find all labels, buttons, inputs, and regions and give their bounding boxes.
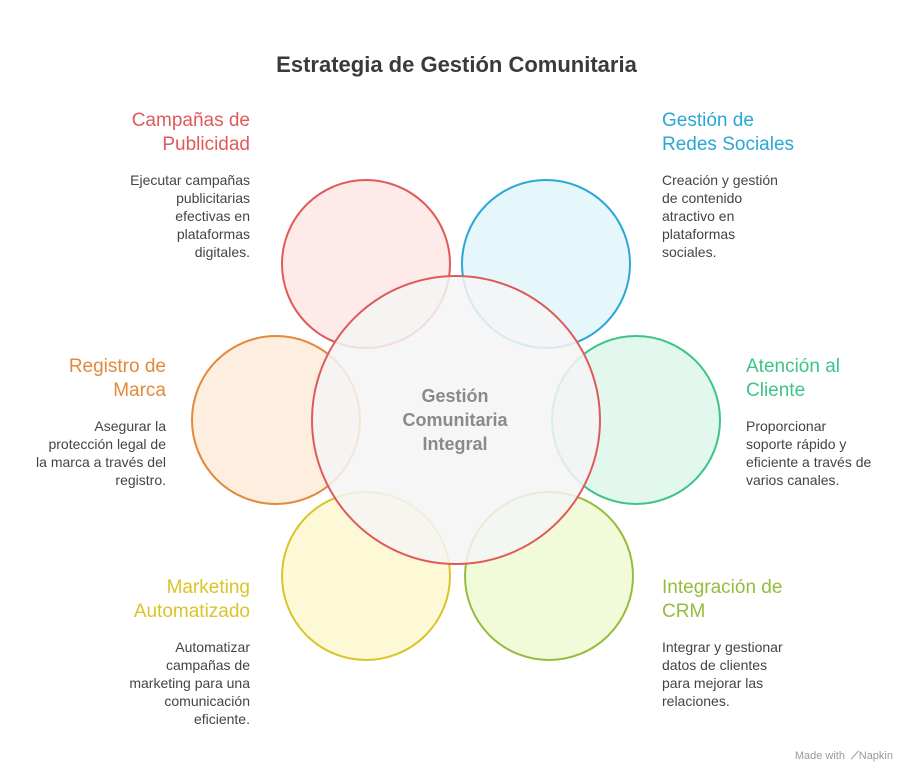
desc-line: protección legal de (48, 436, 166, 452)
block-registro-marca: Registro de Marca Asegurar la protección… (0, 355, 166, 489)
desc-line: efectivas en (175, 208, 250, 224)
desc-campanas-publicidad: Ejecutar campañas publicitarias efectiva… (20, 171, 250, 261)
desc-line: Automatizar (175, 639, 250, 655)
desc-line: eficiente. (193, 711, 250, 727)
heading-line-1: Campañas de (131, 110, 250, 131)
desc-line: plataformas (662, 226, 736, 242)
heading-line-1: Atención al (746, 356, 841, 377)
desc-line: eficiente a través de (746, 454, 872, 470)
desc-line: campañas de (165, 657, 250, 673)
desc-line: Ejecutar campañas (130, 172, 250, 188)
heading-marketing-automatizado: Marketing Automatizado (20, 576, 250, 624)
heading-line-2: Automatizado (133, 601, 250, 622)
block-redes-sociales: Gestión de Redes Sociales Creación y ges… (662, 109, 892, 261)
block-campanas-publicidad: Campañas de Publicidad Ejecutar campañas… (20, 109, 250, 261)
desc-line: marketing para una (129, 675, 250, 691)
footer-brand: Napkin (858, 750, 893, 762)
heading-line-2: Publicidad (162, 134, 250, 155)
heading-atencion-cliente: Atención al Cliente (746, 355, 906, 403)
desc-line: atractivo en (662, 208, 735, 224)
desc-line: Asegurar la (94, 418, 166, 434)
desc-redes-sociales: Creación y gestión de contenido atractiv… (662, 171, 892, 261)
desc-line: relaciones. (662, 693, 730, 709)
heading-line-1: Integración de (662, 577, 783, 598)
center-line-3: Integral (422, 434, 488, 454)
desc-line: registro. (115, 472, 166, 488)
desc-line: la marca a través del (36, 454, 166, 470)
desc-line: sociales. (662, 244, 717, 260)
block-marketing-automatizado: Marketing Automatizado Automatizar campa… (20, 576, 250, 728)
desc-line: Proporcionar (746, 418, 827, 434)
desc-line: comunicación (164, 693, 250, 709)
desc-line: Integrar y gestionar (662, 639, 783, 655)
desc-line: datos de clientes (662, 657, 768, 673)
block-integracion-crm: Integración de CRM Integrar y gestionar … (662, 576, 892, 710)
desc-line: varios canales. (746, 472, 840, 488)
heading-line-2: Cliente (746, 380, 806, 401)
circle-center (311, 275, 601, 565)
heading-redes-sociales: Gestión de Redes Sociales (662, 109, 892, 157)
heading-line-2: Redes Sociales (662, 134, 795, 155)
desc-line: de contenido (662, 190, 743, 206)
heading-campanas-publicidad: Campañas de Publicidad (20, 109, 250, 157)
footer-made-with: Made with (794, 750, 845, 762)
heading-integracion-crm: Integración de CRM (662, 576, 892, 624)
desc-registro-marca: Asegurar la protección legal de la marca… (0, 417, 166, 489)
center-line-1: Gestión (421, 386, 489, 406)
desc-marketing-automatizado: Automatizar campañas de marketing para u… (20, 638, 250, 728)
heading-line-1: Registro de (68, 356, 166, 377)
center-label: Gestión Comunitaria Integral (380, 384, 530, 456)
desc-line: digitales. (194, 244, 250, 260)
desc-line: plataformas (176, 226, 250, 242)
desc-line: para mejorar las (662, 675, 764, 691)
diagram-title: Estrategia de Gestión Comunitaria (276, 52, 637, 77)
desc-line: Creación y gestión (662, 172, 778, 188)
heading-line-1: Marketing (166, 577, 250, 598)
desc-atencion-cliente: Proporcionar soporte rápido y eficiente … (746, 417, 906, 489)
desc-line: soporte rápido y (746, 436, 847, 452)
block-atencion-cliente: Atención al Cliente Proporcionar soporte… (746, 355, 906, 489)
napkin-logo-icon: ⟋ (851, 750, 859, 762)
heading-registro-marca: Registro de Marca (0, 355, 166, 403)
desc-line: publicitarias (176, 190, 250, 206)
center-line-2: Comunitaria (402, 410, 508, 430)
footer-attribution: Made with ⟋Napkin (795, 750, 893, 763)
desc-integracion-crm: Integrar y gestionar datos de clientes p… (662, 638, 892, 710)
heading-line-2: CRM (662, 601, 706, 622)
heading-line-2: Marca (113, 380, 166, 401)
heading-line-1: Gestión de (662, 110, 754, 131)
